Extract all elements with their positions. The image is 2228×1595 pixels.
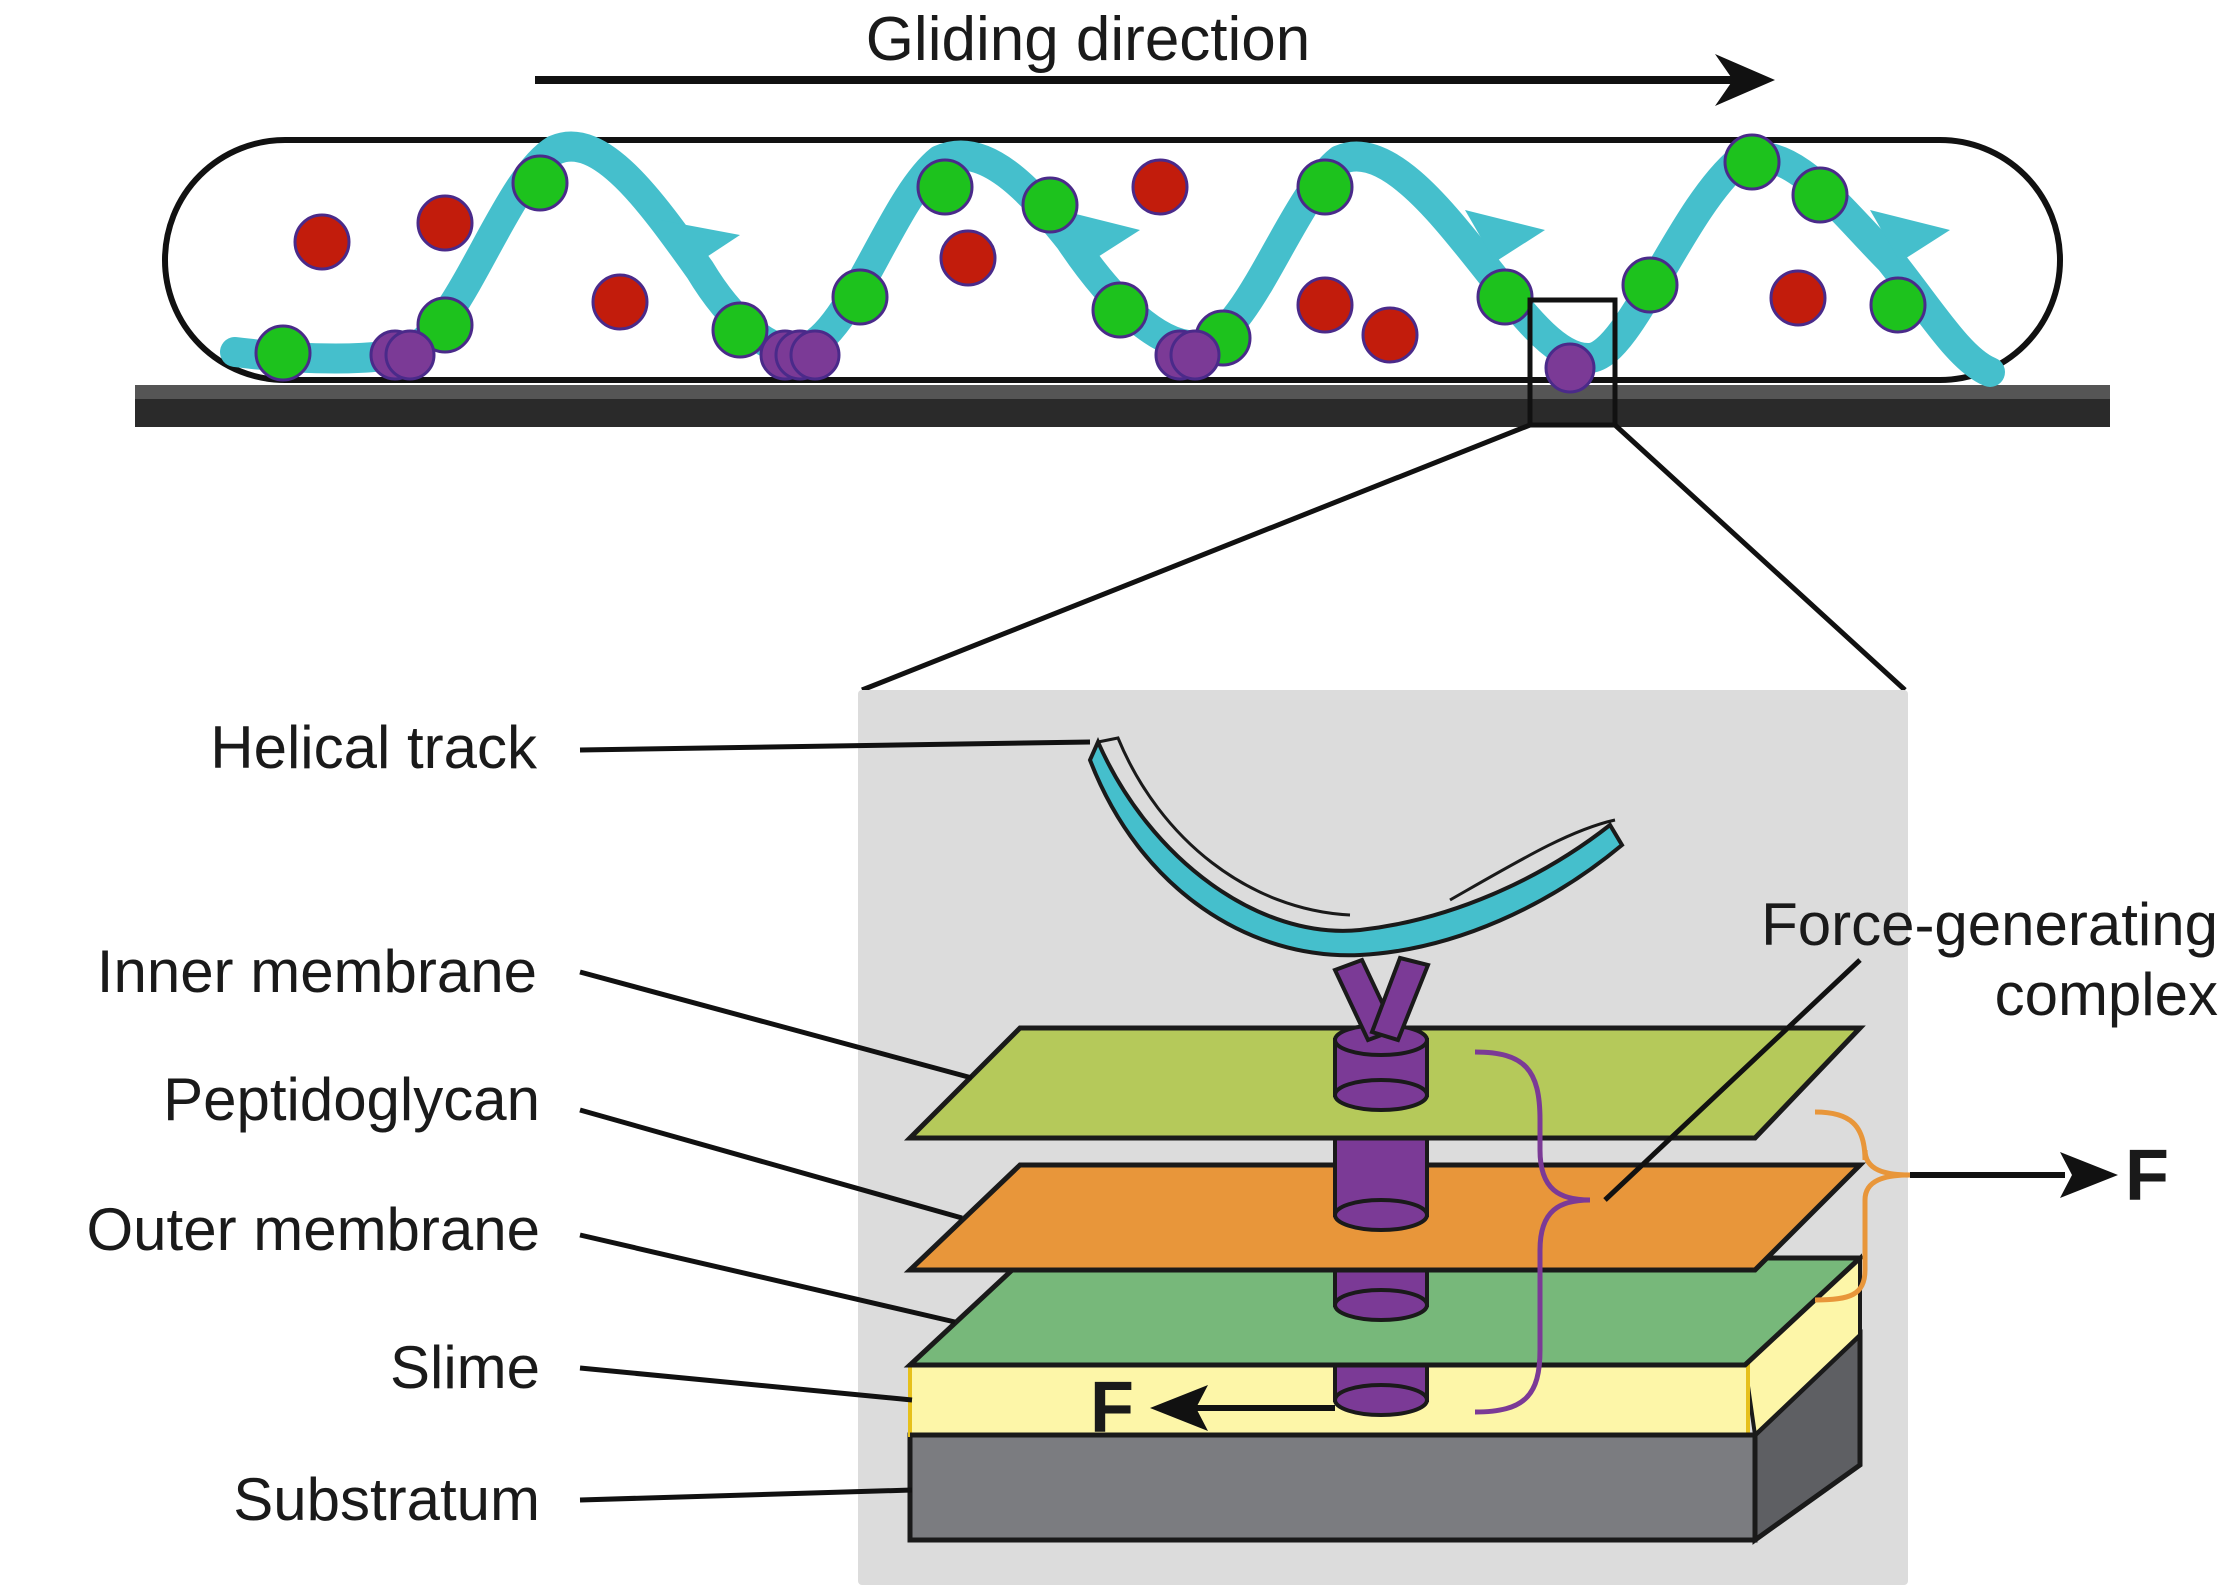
force-arrow-left-icon: [1150, 1385, 1335, 1431]
substratum-block: [907, 1329, 1863, 1545]
purple-complexes: [369, 329, 1596, 394]
label-substratum: Substratum: [233, 1466, 540, 1533]
label-helical-track: Helical track: [210, 714, 538, 781]
label-slime: Slime: [390, 1334, 540, 1401]
helix-arrow-icon: [1870, 210, 1950, 262]
complex-connector: [1332, 955, 1431, 1043]
helical-track-segment: [1087, 736, 1625, 958]
helix-arrow-icon: [660, 220, 740, 268]
label-outer-membrane: Outer membrane: [86, 1196, 540, 1263]
label-complex-line2: complex: [1995, 961, 2218, 1028]
gliding-direction-arrow: [535, 54, 1775, 106]
label-force-right: F: [2125, 1136, 2169, 1216]
red-proteins: [293, 158, 1827, 364]
force-arrow-right-icon: [1910, 1152, 2118, 1198]
complex-brace-icon: [1474, 1049, 1591, 1415]
label-force-left: F: [1090, 1368, 1134, 1448]
envelope-brace-icon: [1814, 1109, 1911, 1303]
zoom-box: [1527, 297, 1618, 428]
helix-arrow-icon: [1465, 210, 1545, 262]
label-complex-line1: Force-generating: [1761, 891, 2218, 958]
leader-lines: [579, 739, 1862, 1503]
helix-arrow-icon: [1060, 210, 1140, 262]
label-peptidoglycan: Peptidoglycan: [163, 1066, 540, 1133]
complex-top: [1333, 1023, 1429, 1112]
gliding-direction-title: Gliding direction: [866, 5, 1311, 74]
label-inner-membrane: Inner membrane: [97, 938, 537, 1005]
